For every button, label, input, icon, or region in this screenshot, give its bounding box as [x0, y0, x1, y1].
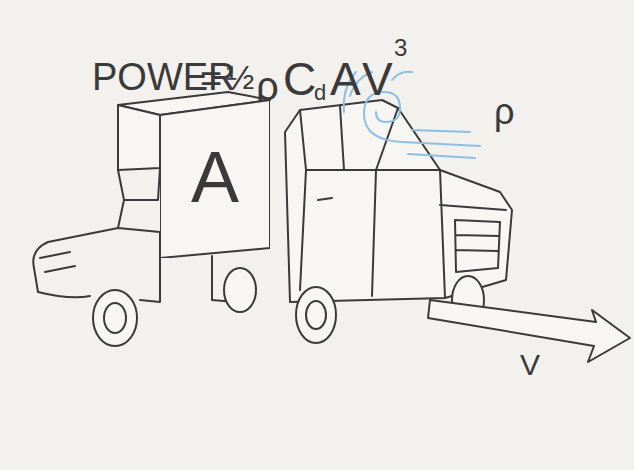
- area-label: A: [160, 141, 270, 213]
- wheel: [224, 268, 256, 312]
- grille-lines: [40, 252, 75, 272]
- velocity-label: V: [520, 350, 540, 380]
- formula-sign: =: [200, 60, 222, 98]
- formula-symbol: V: [362, 56, 393, 102]
- car-windows: [300, 106, 440, 170]
- formula-exponent: 3: [394, 36, 407, 60]
- formula-fraction: ½: [226, 60, 254, 94]
- vehicle-side: [34, 232, 160, 302]
- air-density-label: ρ: [494, 94, 514, 130]
- formula-symbol: A: [330, 56, 361, 102]
- wheel: [296, 287, 336, 343]
- car-grille: [455, 220, 500, 272]
- trailer-box-side: A: [160, 100, 270, 258]
- box-front: [118, 105, 160, 170]
- hood: [33, 200, 160, 268]
- wheel: [93, 290, 137, 346]
- car-body: [285, 100, 512, 302]
- box-face: [160, 100, 270, 258]
- wheel-hub: [104, 303, 126, 333]
- car-doors: [300, 170, 376, 296]
- formula-subscript: d: [314, 82, 326, 104]
- cab-window: [118, 168, 160, 200]
- wheel-hub: [306, 301, 326, 329]
- formula-symbol: C: [283, 56, 316, 102]
